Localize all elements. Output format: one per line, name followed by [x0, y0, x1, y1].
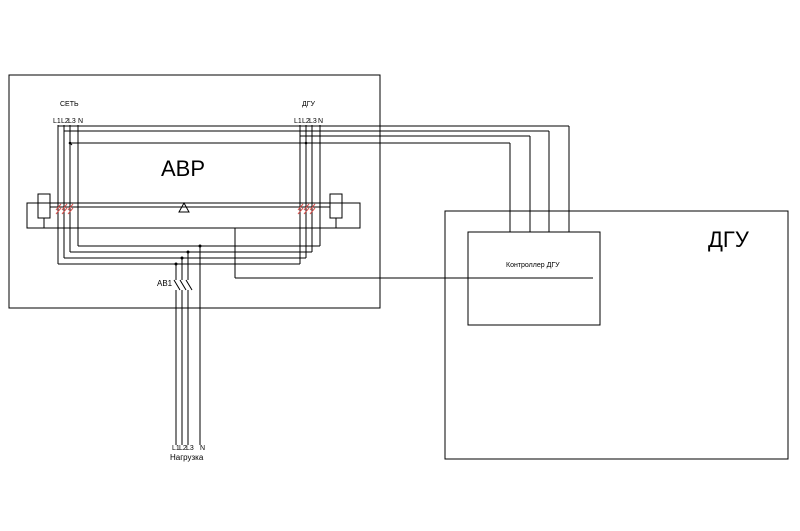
dgu-terminal-n: N [318, 118, 323, 125]
dgu-terminals: L1 L2 L3 N [294, 118, 323, 125]
dgu-feed-wires [58, 125, 570, 232]
dgu-source-label: ДГУ [302, 101, 316, 108]
avr-title: АВР [161, 156, 205, 181]
transfer-switch [26, 193, 361, 229]
breaker-av1 [173, 246, 201, 445]
load-terminal-l3: L3 [186, 445, 194, 452]
interlock-triangle [178, 201, 190, 213]
grid-terminal-n: N [78, 118, 83, 125]
control-line [234, 228, 593, 279]
dgu-terminal-l1: L1 [294, 118, 302, 125]
dgu-title: ДГУ [708, 227, 750, 252]
load-terminals: L1 L2 L3 N [172, 445, 205, 452]
avr-enclosure [8, 74, 381, 309]
breaker-label: АВ1 [157, 279, 173, 288]
load-terminal-n: N [200, 445, 205, 452]
load-terminal-l2: L2 [179, 445, 187, 452]
output-bus [58, 244, 320, 266]
dgu-terminal-l2: L2 [302, 118, 310, 125]
load-terminal-l1: L1 [172, 445, 180, 452]
load-label: Нагрузка [170, 453, 204, 462]
dgu-enclosure [444, 210, 789, 460]
dgu-terminal-l3: L3 [309, 118, 317, 125]
contacts [55, 203, 316, 215]
grid-source-label: СЕТЬ [60, 101, 79, 108]
dgu-controller [467, 231, 601, 326]
grid-terminal-l2: L2 [61, 118, 69, 125]
grid-terminal-l3: L3 [68, 118, 76, 125]
dgu-controller-label: Контроллер ДГУ [506, 262, 560, 269]
dgu-wires [299, 125, 321, 264]
grid-wires [57, 125, 79, 264]
grid-terminals: L1 L2 L3 N [53, 118, 83, 125]
grid-terminal-l1: L1 [53, 118, 61, 125]
